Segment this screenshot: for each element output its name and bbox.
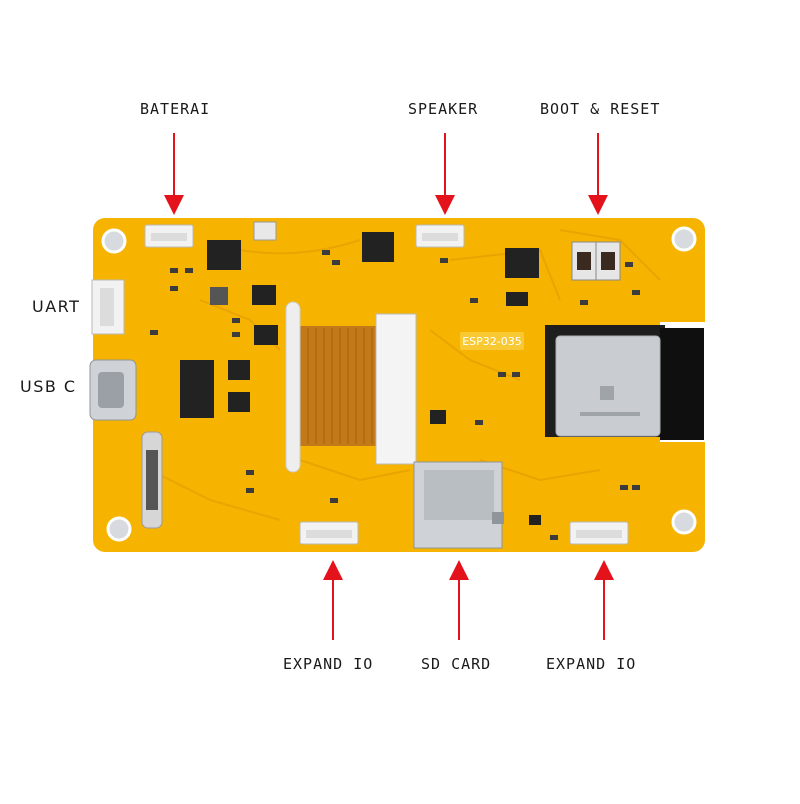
battery-connector	[144, 224, 194, 248]
boot-reset-buttons	[571, 241, 621, 281]
module-silkscreen-box	[460, 332, 524, 350]
module-silkscreen-text: ESP32-035	[462, 335, 522, 348]
expand-io-connector-right	[569, 521, 629, 545]
label-boot-reset: BOOT & RESET	[540, 100, 661, 118]
mounting-hole	[101, 226, 697, 542]
esp32-module	[545, 325, 704, 440]
battery-holder	[141, 431, 163, 529]
power-switch	[253, 221, 277, 241]
expand-io-connector-left	[299, 521, 359, 545]
label-expand-io-left: EXPAND IO	[283, 655, 374, 673]
label-usb-c: USB C	[20, 377, 77, 396]
label-speaker: SPEAKER	[408, 100, 479, 118]
usb-c-port	[89, 359, 137, 421]
uart-connector	[91, 279, 125, 335]
speaker-connector	[415, 224, 465, 248]
ic-chips	[180, 232, 541, 525]
passive-components	[150, 250, 640, 540]
label-expand-io-right: EXPAND IO	[546, 655, 637, 673]
label-baterai: BATERAI	[140, 100, 211, 118]
fpc-ribbon-cable	[285, 301, 417, 473]
callout-arrows	[164, 133, 614, 640]
sd-card-slot	[413, 461, 504, 549]
label-uart: UART	[32, 297, 81, 316]
label-sd-card: SD CARD	[421, 655, 492, 673]
